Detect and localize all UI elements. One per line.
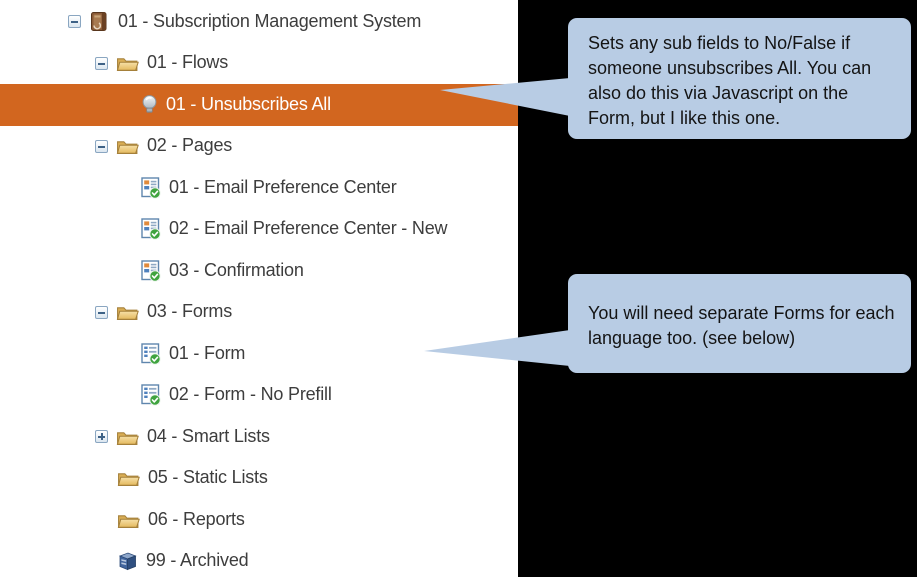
tree-row-reports[interactable]: 06 - Reports bbox=[0, 499, 518, 541]
tree-item-label: 01 - Form bbox=[169, 342, 246, 363]
form-icon bbox=[141, 343, 161, 365]
tree-row-static-lists[interactable]: 05 - Static Lists bbox=[0, 458, 518, 500]
tree-item-label: 01 - Email Preference Center bbox=[169, 176, 397, 197]
folder-icon bbox=[116, 428, 139, 446]
archive-icon bbox=[117, 551, 138, 571]
tree-item-label: 05 - Static Lists bbox=[148, 467, 268, 488]
callout-forms-language-note: You will need separate Forms for each la… bbox=[568, 274, 911, 373]
program-icon bbox=[89, 11, 110, 32]
tree-item-label: 04 - Smart Lists bbox=[147, 425, 270, 446]
tree-row-subscription-management-system[interactable]: 01 - Subscription Management System bbox=[0, 1, 518, 43]
lightbulb-icon bbox=[141, 94, 158, 115]
tree-row-confirmation[interactable]: 03 - Confirmation bbox=[0, 250, 518, 292]
tree-row-form-no-prefill[interactable]: 02 - Form - No Prefill bbox=[0, 375, 518, 417]
tree-row-archived[interactable]: 99 - Archived bbox=[0, 541, 518, 577]
folder-icon bbox=[116, 137, 139, 155]
tree-row-smart-lists[interactable]: 04 - Smart Lists bbox=[0, 416, 518, 458]
folder-icon bbox=[117, 511, 140, 529]
landing-page-icon bbox=[141, 260, 161, 282]
program-tree-panel: 01 - Subscription Management System 01 -… bbox=[0, 0, 518, 577]
tree-collapse-minus-icon[interactable] bbox=[95, 305, 108, 319]
tree-row-pages[interactable]: 02 - Pages bbox=[0, 126, 518, 168]
folder-icon bbox=[116, 303, 139, 321]
tree-row-form[interactable]: 01 - Form bbox=[0, 333, 518, 375]
tree-collapse-minus-icon[interactable] bbox=[68, 15, 81, 29]
tree-expand-plus-icon[interactable] bbox=[95, 430, 108, 444]
tree-item-label: 01 - Unsubscribes All bbox=[166, 93, 331, 114]
tree-row-flows[interactable]: 01 - Flows bbox=[0, 43, 518, 85]
folder-icon bbox=[116, 54, 139, 72]
callout-unsubscribes-note: Sets any sub fields to No/False if someo… bbox=[568, 18, 911, 139]
tree-row-email-preference-center[interactable]: 01 - Email Preference Center bbox=[0, 167, 518, 209]
form-icon bbox=[141, 384, 161, 406]
tree-item-label: 01 - Flows bbox=[147, 52, 229, 73]
tree-item-label: 02 - Email Preference Center - New bbox=[169, 218, 448, 239]
tree-item-label: 02 - Form - No Prefill bbox=[169, 384, 332, 405]
tree-item-label: 02 - Pages bbox=[147, 135, 233, 156]
landing-page-icon bbox=[141, 218, 161, 240]
tree-row-unsubscribes-all[interactable]: 01 - Unsubscribes All bbox=[0, 84, 518, 126]
callout-text: Sets any sub fields to No/False if someo… bbox=[588, 33, 872, 128]
callout-text: You will need separate Forms for each la… bbox=[588, 303, 895, 348]
tree-item-label: 01 - Subscription Management System bbox=[118, 10, 422, 31]
folder-icon bbox=[117, 469, 140, 487]
tree-collapse-minus-icon[interactable] bbox=[95, 139, 108, 153]
tree-item-label: 03 - Forms bbox=[147, 301, 233, 322]
tree-collapse-minus-icon[interactable] bbox=[95, 56, 108, 70]
tree-item-label: 06 - Reports bbox=[148, 508, 245, 529]
tree-row-email-preference-center-new[interactable]: 02 - Email Preference Center - New bbox=[0, 209, 518, 251]
tree-item-label: 03 - Confirmation bbox=[169, 259, 304, 280]
tree-row-forms[interactable]: 03 - Forms bbox=[0, 292, 518, 334]
landing-page-icon bbox=[141, 177, 161, 199]
tree-item-label: 99 - Archived bbox=[146, 550, 249, 571]
